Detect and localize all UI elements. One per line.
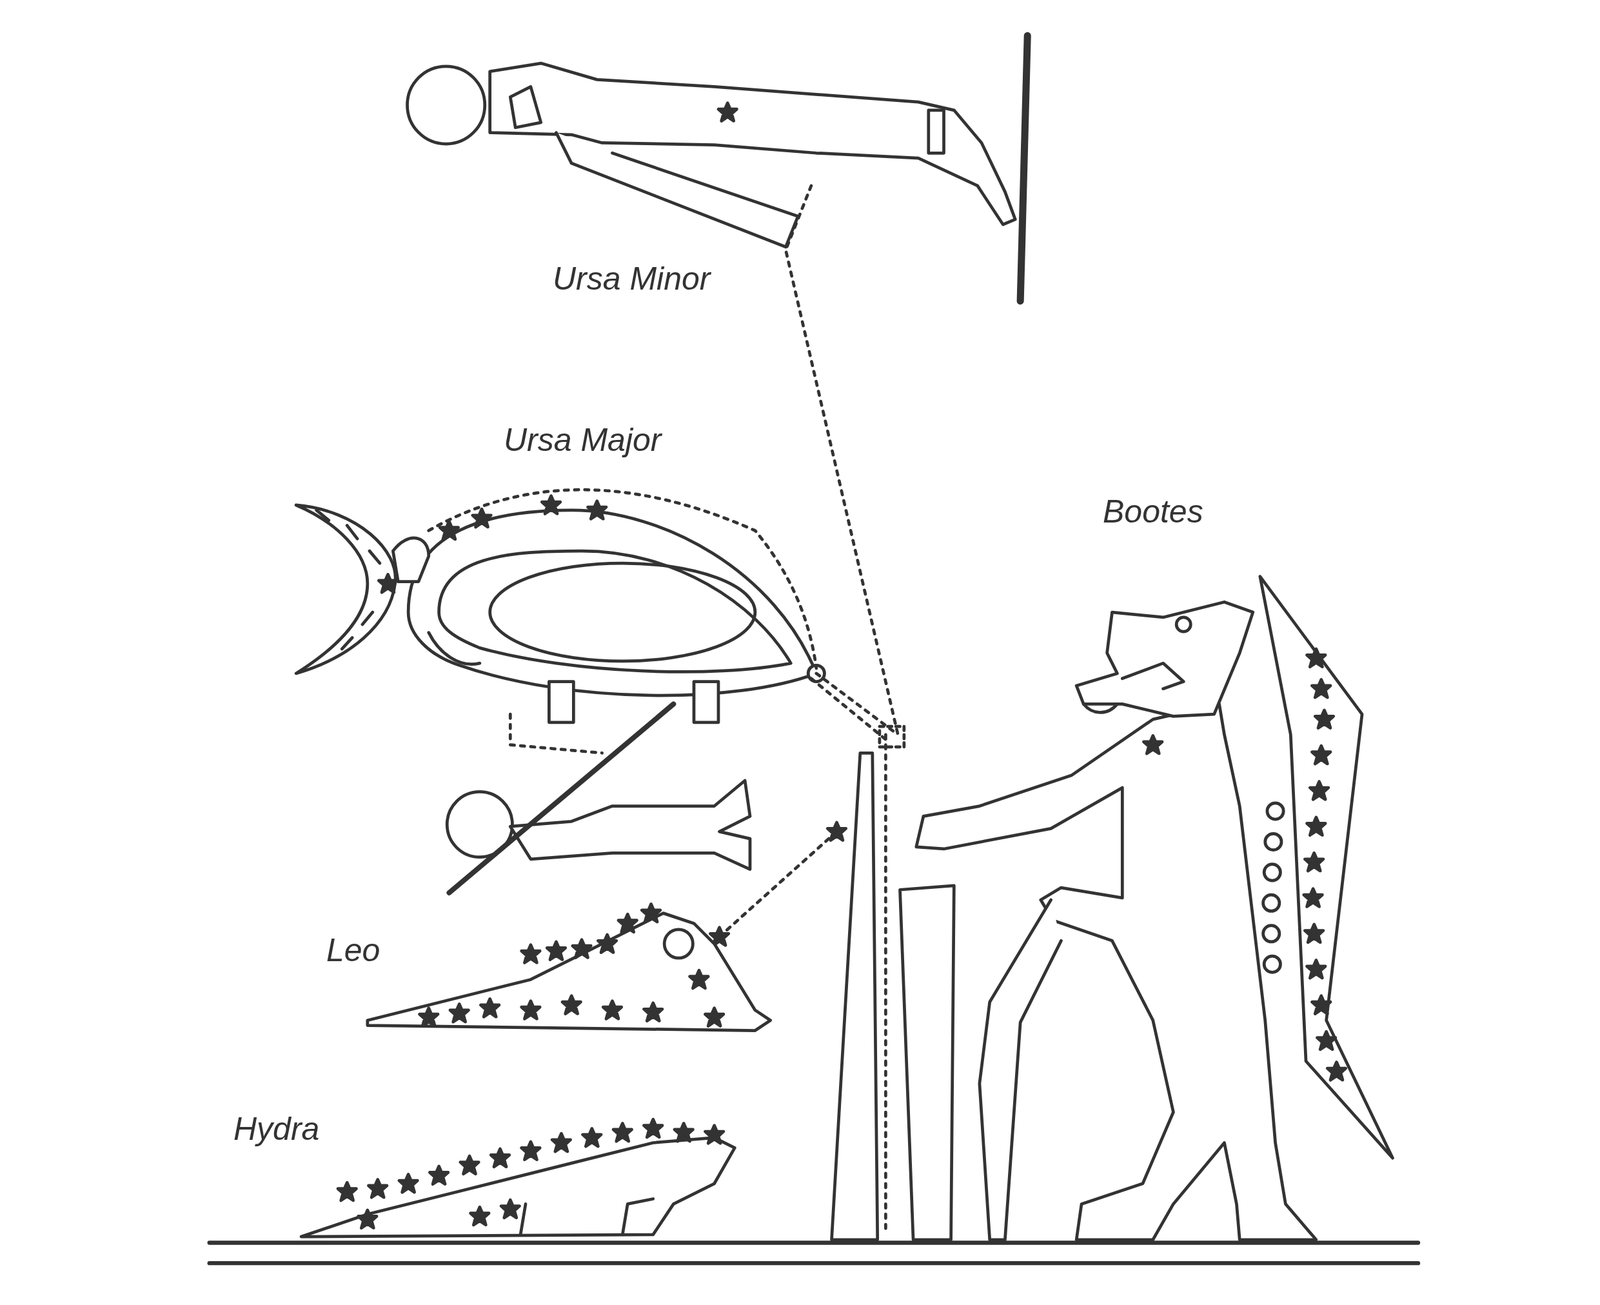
constellation-label: Hydra [229,1109,324,1148]
constellation-label: Bootes [1098,492,1208,531]
constellation-label: Ursa Minor [548,259,714,298]
constellation-label: Ursa Major [499,421,665,460]
constellation-label: Leo [322,931,384,970]
